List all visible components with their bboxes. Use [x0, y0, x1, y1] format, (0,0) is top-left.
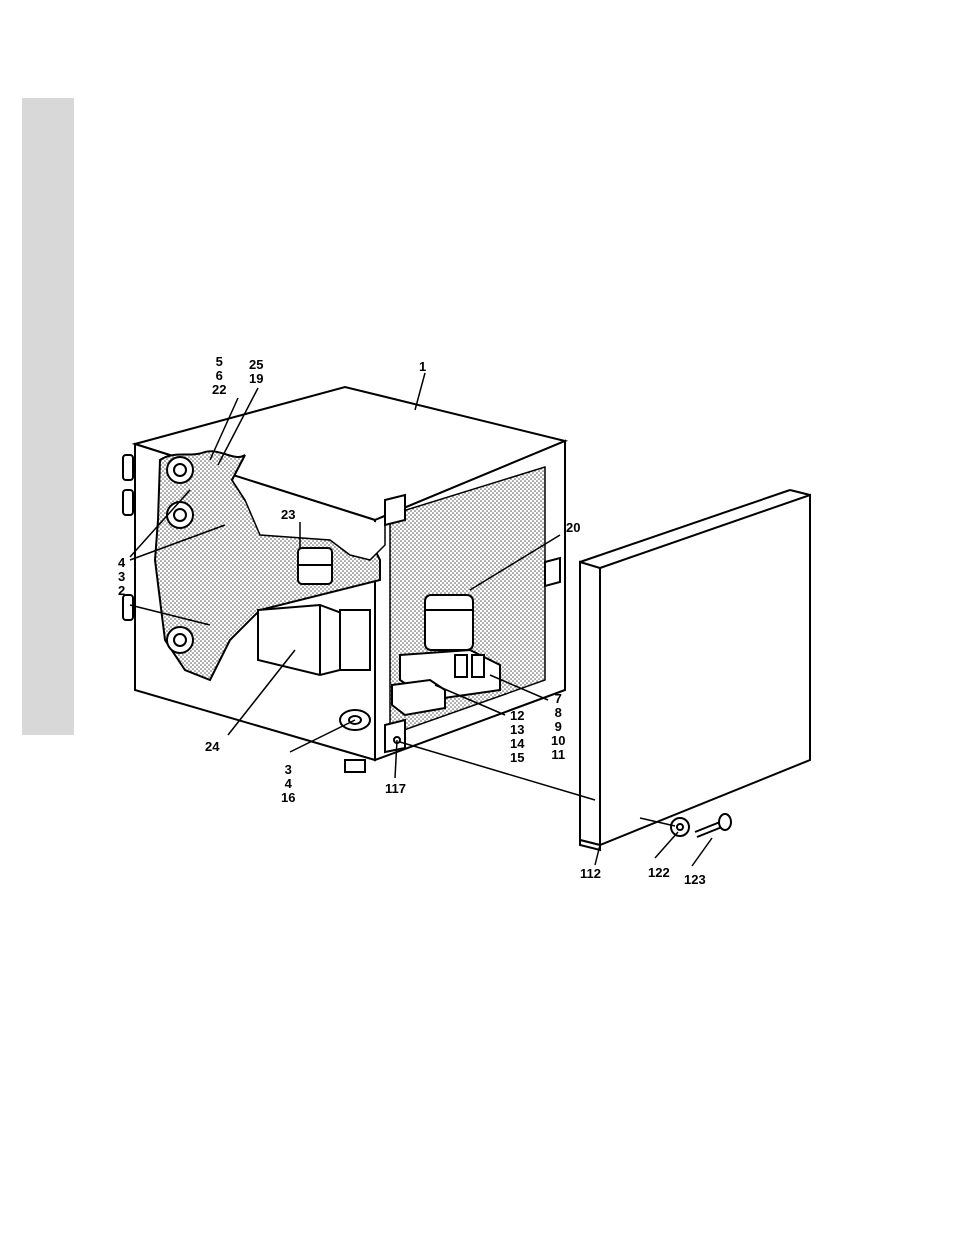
- callout-15: 15: [510, 751, 524, 765]
- callout-11: 11: [551, 748, 565, 762]
- callout-4b: 4: [281, 777, 295, 791]
- component-23: [298, 548, 332, 584]
- callout-123: 123: [684, 873, 706, 887]
- callout-12: 12: [510, 709, 524, 723]
- callout-25: 25: [249, 358, 263, 372]
- callout-10: 10: [551, 734, 565, 748]
- callout-3: 3: [118, 570, 125, 584]
- callout-1: 1: [419, 360, 426, 374]
- callout-2: 2: [118, 584, 125, 598]
- callout-14: 14: [510, 737, 524, 751]
- callout-7: 7: [551, 692, 565, 706]
- callout-12-15: 12 13 14 15: [510, 709, 524, 765]
- callout-7-11: 7 8 9 10 11: [551, 692, 565, 762]
- callout-13: 13: [510, 723, 524, 737]
- callout-3b: 3: [281, 763, 295, 777]
- hardware: [671, 814, 731, 837]
- callout-25-19: 25 19: [249, 358, 263, 386]
- callout-22: 22: [212, 383, 226, 397]
- callout-23: 23: [281, 508, 295, 522]
- enclosure-box: [135, 387, 565, 760]
- callout-5-6-22: 5 6 22: [212, 355, 226, 397]
- callout-16: 16: [281, 791, 295, 805]
- callout-9: 9: [551, 720, 565, 734]
- callout-8: 8: [551, 706, 565, 720]
- callout-4: 4: [118, 556, 125, 570]
- cover-plate: [580, 490, 810, 850]
- callout-24: 24: [205, 740, 219, 754]
- callout-3-4-16: 3 4 16: [281, 763, 295, 805]
- callout-19: 19: [249, 372, 263, 386]
- callout-4-3-2: 4 3 2: [118, 556, 125, 598]
- callout-20: 20: [566, 521, 580, 535]
- callout-112: 112: [580, 867, 601, 881]
- component-24-relay: [258, 605, 370, 675]
- callout-117: 117: [385, 782, 406, 796]
- callout-5: 5: [212, 355, 226, 369]
- callout-122: 122: [648, 866, 670, 880]
- callout-6: 6: [212, 369, 226, 383]
- component-20: [425, 595, 473, 650]
